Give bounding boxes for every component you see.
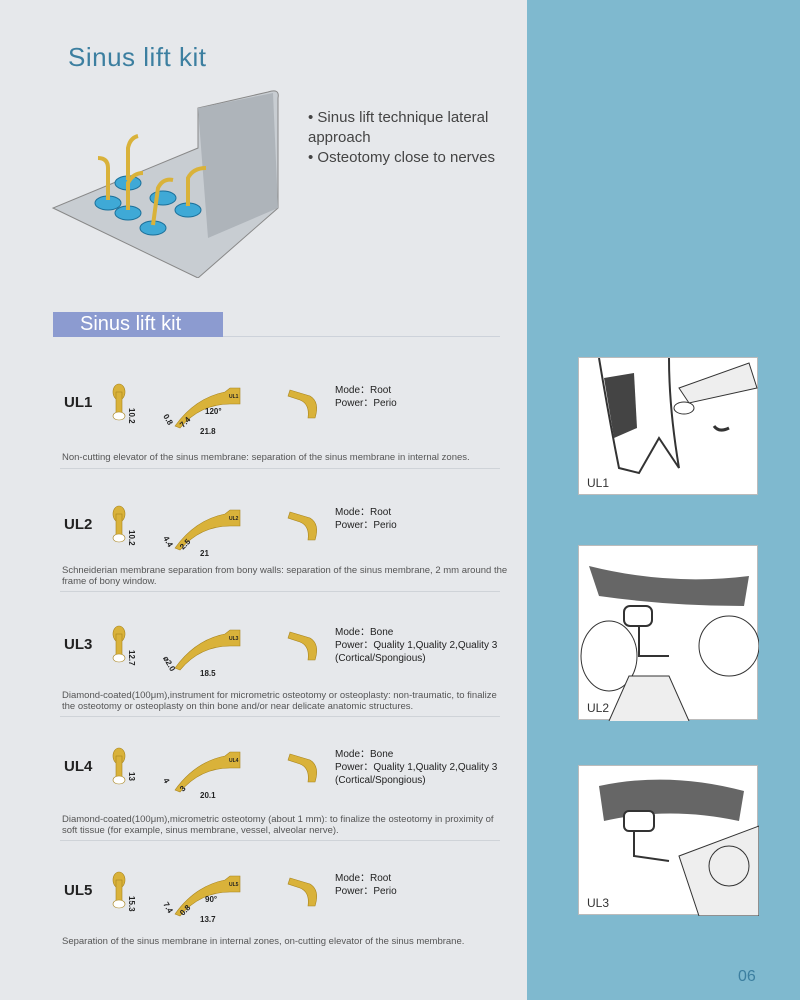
dim-total: 18.5 (200, 669, 216, 678)
divider (60, 716, 500, 717)
instrument-code: UL5 (64, 882, 93, 899)
usage-photo-ul1: UL1 (578, 357, 758, 495)
tip-label: UL5 (229, 882, 239, 888)
instrument-description: Diamond-coated(100μm),instrument for mic… (62, 690, 497, 712)
divider (60, 468, 500, 469)
dim-tip: 0.8 (161, 413, 175, 428)
photo-label: UL3 (587, 896, 610, 910)
instrument-specs: Mode：Root Power：Perio (335, 384, 397, 410)
divider (223, 336, 500, 337)
tip-label: UL1 (229, 394, 239, 400)
dim-total: 21.8 (200, 427, 216, 436)
instrument-code: UL2 (64, 516, 93, 533)
feature-item: • Osteotomy close to nerves (308, 149, 495, 166)
instrument-drawing: 10.2 4.5 0.8 7.4 120° 21.8 UL1 (112, 383, 317, 436)
dim-height: 12.7 (127, 650, 136, 666)
mode-text: Mode：Bone (335, 749, 394, 760)
dim-tip: ⌀2.0 (161, 655, 177, 674)
mode-text: Mode：Root (335, 873, 392, 884)
photo-label: UL1 (587, 476, 610, 490)
instrument-drawing: 15.3 4.5 7.4 0.8 90° 13.7 UL5 (112, 871, 317, 924)
power-text: Power：Perio (335, 886, 397, 897)
instrument-row-ul1: UL1 10.2 4.5 0.8 7.4 120° 21.8 UL1 Mode：… (60, 378, 510, 488)
power-text: Power：Perio (335, 398, 397, 409)
page-title: Sinus lift kit (68, 42, 207, 72)
feature-item: • Sinus lift technique lateral approach (308, 109, 489, 146)
tip-label: UL4 (229, 758, 239, 764)
divider (60, 591, 500, 592)
power-text: Power：Quality 1,Quality 2,Quality 3 (335, 762, 498, 773)
dim-angle: 90° (205, 895, 217, 904)
dim-angle: 120° (205, 407, 222, 416)
instrument-row-ul3: UL3 12.7 2.5 ⌀2.0 18.5 UL3 Mode：Bone Pow… (60, 620, 510, 730)
dim-height: 15.3 (127, 896, 136, 912)
instrument-code: UL1 (64, 394, 93, 411)
instrument-description: Diamond-coated(100μm),micrometric osteot… (62, 814, 494, 836)
power-text: Power：Quality 1,Quality 2,Quality 3 (335, 640, 498, 651)
instrument-specs: Mode：Bone Power：Quality 1,Quality 2,Qual… (335, 748, 497, 787)
instrument-specs: Mode：Bone Power：Quality 1,Quality 2,Qual… (335, 626, 497, 665)
instrument-row-ul2: UL2 10.2 4.4 2.5 21 UL2 Mode：Root Power：… (60, 500, 510, 610)
dim-total: 20.1 (200, 791, 216, 800)
instrument-description: Schneiderian membrane separation from bo… (62, 565, 508, 587)
instrument-specs: Mode：Root Power：Perio (335, 872, 397, 898)
dim-total: 21 (200, 549, 209, 558)
instrument-specs: Mode：Root Power：Perio (335, 506, 397, 532)
instrument-row-ul4: UL4 13 0.9 4 3 20.1 UL4 Mode：Bone Power：… (60, 742, 510, 852)
tip-label: UL3 (229, 636, 239, 642)
mode-text: Mode：Root (335, 507, 392, 518)
section-banner: Sinus lift kit (53, 312, 223, 337)
divider (60, 840, 500, 841)
instrument-drawing: 13 0.9 4 3 20.1 UL4 (112, 747, 317, 800)
dim-tip: 4 (161, 777, 171, 786)
photo-label: UL2 (587, 701, 610, 715)
dim-tip: 7.4 (161, 901, 175, 916)
mode-text: Mode：Bone (335, 627, 394, 638)
power-text: Power：Perio (335, 520, 397, 531)
instrument-drawing: 10.2 4.4 2.5 21 UL2 (112, 505, 317, 558)
dim-total: 13.7 (200, 915, 216, 924)
instrument-drawing: 12.7 2.5 ⌀2.0 18.5 UL3 (112, 625, 317, 678)
page-number: 06 (738, 968, 756, 985)
mode-text: Mode：Root (335, 385, 392, 396)
dim-height: 10.2 (127, 408, 136, 424)
usage-photo-ul2: UL2 (578, 545, 759, 721)
instrument-description: Separation of the sinus membrane in inte… (62, 936, 465, 947)
instrument-description: Non-cutting elevator of the sinus membra… (62, 452, 470, 463)
instrument-code: UL4 (64, 758, 93, 775)
instrument-row-ul5: UL5 15.3 4.5 7.4 0.8 90° 13.7 UL5 Mode：R… (60, 866, 510, 976)
feature-list: • Sinus lift technique lateral approach … (308, 108, 508, 168)
dim-height: 10.2 (127, 530, 136, 546)
tip-label: UL2 (229, 516, 239, 522)
kit-tray-image (51, 90, 279, 278)
usage-photo-ul3: UL3 (578, 765, 759, 916)
instrument-code: UL3 (64, 636, 93, 653)
extra-text: (Cortical/Spongious) (335, 775, 426, 786)
dim-height: 13 (127, 772, 136, 781)
extra-text: (Cortical/Spongious) (335, 653, 426, 664)
dim-tip: 4.4 (161, 535, 175, 550)
dim-length: 3 (178, 784, 188, 794)
